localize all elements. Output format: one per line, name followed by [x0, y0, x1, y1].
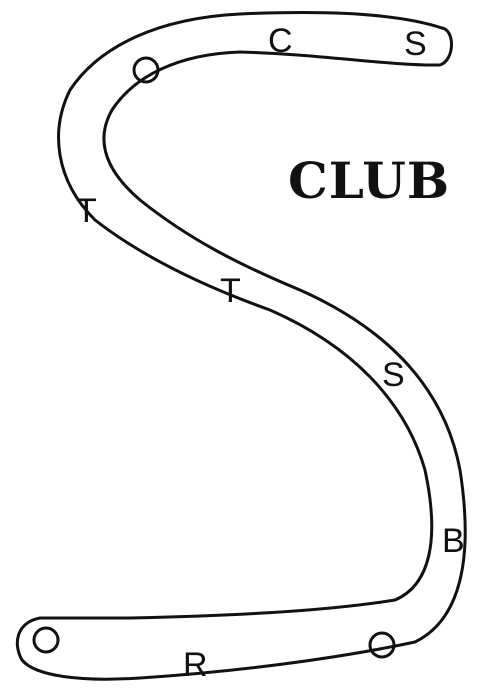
s-track [17, 13, 465, 680]
track-letter-5: S [382, 356, 405, 394]
hole-bottom-left [34, 628, 58, 652]
track-letter-7: R [183, 646, 208, 684]
track-letter-2: S [404, 25, 427, 63]
track-letter-6: B [442, 522, 465, 560]
track-letter-3: T [76, 192, 97, 230]
hole-bottom-right [370, 633, 394, 657]
track-letter-1: C [268, 22, 293, 60]
track-letter-4: T [220, 272, 241, 310]
track-outer-edge [17, 28, 465, 679]
track-inner-edge [40, 13, 442, 618]
club-title: CLUB [288, 151, 450, 210]
